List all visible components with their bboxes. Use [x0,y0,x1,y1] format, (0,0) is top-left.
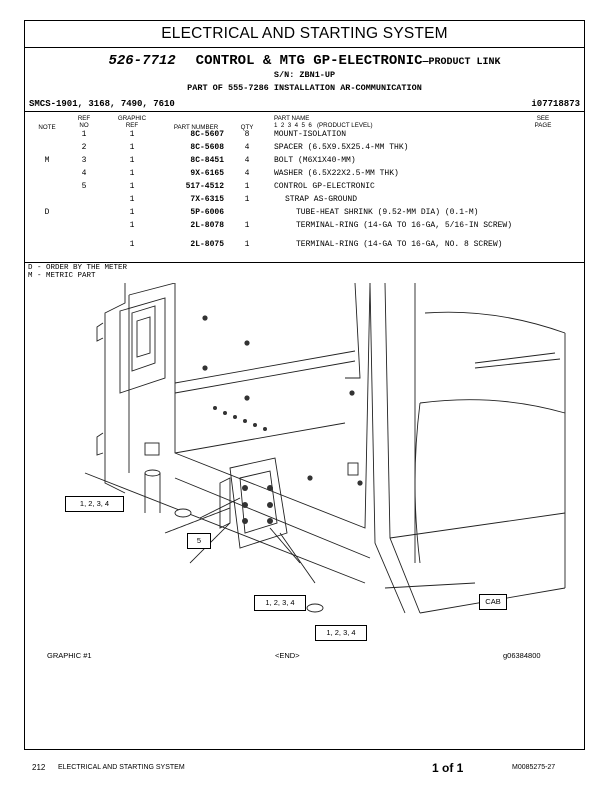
table-row: 4 1 9X-6165 4 WASHER (6.5X22X2.5-MM THK) [25,168,584,180]
end-label: <END> [275,651,300,660]
part-name-cell: STRAP AS-GROUND [285,195,358,204]
part-number-cell: 2L-8075 [190,240,224,249]
graphic-ref-cell: 1 [129,240,135,249]
group-name: CONTROL & MTG GP-ELECTRONIC [195,53,423,69]
callout-center: 1, 2, 3, 4 [254,595,306,611]
part-number-cell: 7X-6315 [190,195,224,204]
col-part-name-2: 1 2 3 4 5 6 (PRODUCT LEVEL) [274,122,373,129]
table-row: 1 1 8C-5607 8 MOUNT-ISOLATION [25,129,584,141]
col-part-name-1: PART NAME [274,115,310,122]
illustration-id: i07718873 [531,99,580,109]
graphic-ref-cell: 1 [129,221,135,230]
part-number-cell: 2L-8078 [190,221,224,230]
group-name-suffix: —PRODUCT LINK [422,57,501,68]
part-number-cell: 9X-6165 [190,169,224,178]
table-row: 1 7X-6315 1 STRAP AS-GROUND [25,194,584,206]
col-note: NOTE [38,124,56,131]
table-row: 2 1 8C-5608 4 SPACER (6.5X9.5X25.4-MM THK) [25,142,584,154]
graphic-ref-cell: 1 [129,195,135,204]
table-row: 5 1 517-4512 1 CONTROL GP-ELECTRONIC [25,181,584,193]
ref-cell: 3 [81,156,87,165]
ref-cell: 2 [81,143,87,152]
smcs-codes: SMCS-1901, 3168, 7490, 7610 [29,99,175,109]
part-name-cell: WASHER (6.5X22X2.5-MM THK) [274,169,399,178]
section-title: ELECTRICAL AND STARTING SYSTEM [25,21,584,48]
col-part-number: PART NUMBER [173,124,219,131]
part-name-cell: CONTROL GP-ELECTRONIC [274,182,375,191]
footer-page-number: 212 [32,763,46,772]
footer-section: ELECTRICAL AND STARTING SYSTEM [58,764,185,771]
part-number-cell: 8C-8451 [190,156,224,165]
callout-bottom: 1, 2, 3, 4 [315,625,367,641]
graphic-ref-cell: 1 [129,156,135,165]
part-name-cell: BOLT (M6X1X40-MM) [274,156,356,165]
graphic-id: g06384800 [503,651,541,660]
graphic-caption: GRAPHIC #1 [47,651,92,660]
table-row: D 1 5P-6006 TUBE-HEAT SHRINK (9.52-MM DIA) … [25,207,584,219]
table-bottom-rule [25,262,584,263]
legend-m: M - METRIC PART [28,272,96,280]
table-row: 1 2L-8075 1 TERMINAL-RING (14-GA TO 16-GA, … [25,239,584,251]
note-cell: D [44,208,50,217]
ref-cell: 1 [81,130,87,139]
part-name-cell: MOUNT-ISOLATION [274,130,347,139]
qty-cell: 1 [244,195,250,204]
qty-cell: 1 [244,240,250,249]
col-ref-2: NO [79,122,89,129]
col-ref-1: REF [77,115,91,122]
serial-number: S/N: ZBN1-UP [273,70,336,80]
col-graphic-2: REF [125,122,139,129]
col-see-2: PAGE [534,122,552,129]
col-see-1: SEE [536,115,550,122]
qty-cell: 4 [244,143,250,152]
qty-cell: 1 [244,182,250,191]
footer-page-of: 1 of 1 [432,761,464,775]
part-of-line: PART OF 555-7286 INSTALLATION AR-COMMUNI… [187,83,422,93]
part-name-cell: TUBE-HEAT SHRINK (9.52-MM DIA) (0.1-M) [296,208,479,217]
graphic-ref-cell: 1 [129,169,135,178]
col-qty: QTY [240,124,254,131]
graphic-ref-cell: 1 [129,182,135,191]
callout-5: 5 [187,533,211,549]
footer-doc-id: M0085275-27 [512,764,556,771]
table-row: 1 2L-8078 1 TERMINAL-RING (14-GA TO 16-GA, … [25,220,584,232]
part-name-cell: SPACER (6.5X9.5X25.4-MM THK) [274,143,409,152]
part-name-cell: TERMINAL-RING (14-GA TO 16-GA, NO. 8 SCR… [296,240,503,249]
qty-cell: 4 [244,156,250,165]
graphic-ref-cell: 1 [129,208,135,217]
callout-cab: CAB [479,594,507,610]
part-number-cell: 5P-6006 [190,208,224,217]
graphic-ref-cell: 1 [129,130,135,139]
parts-illustration [84,283,566,614]
table-row: M 3 1 8C-8451 4 BOLT (M6X1X40-MM) [25,155,584,167]
header-rule [25,111,584,112]
part-number-cell: 8C-5607 [190,130,224,139]
group-header: 526-7712 CONTROL & MTG GP-ELECTRONIC—PROD… [25,53,584,69]
qty-cell: 4 [244,169,250,178]
qty-cell: 1 [244,221,250,230]
col-graphic-1: GRAPHIC [117,115,147,122]
legend-d: D - ORDER BY THE METER [28,264,128,272]
graphic-ref-cell: 1 [129,143,135,152]
group-number: 526-7712 [108,53,176,69]
part-name-cell: TERMINAL-RING (14-GA TO 16-GA, 5/16-IN S… [296,221,513,230]
note-cell: M [44,156,50,165]
part-number-cell: 8C-5608 [190,143,224,152]
callout-left: 1, 2, 3, 4 [65,496,124,512]
qty-cell: 8 [244,130,250,139]
ref-cell: 5 [81,182,87,191]
ref-cell: 4 [81,169,87,178]
part-number-cell: 517-4512 [185,182,224,191]
